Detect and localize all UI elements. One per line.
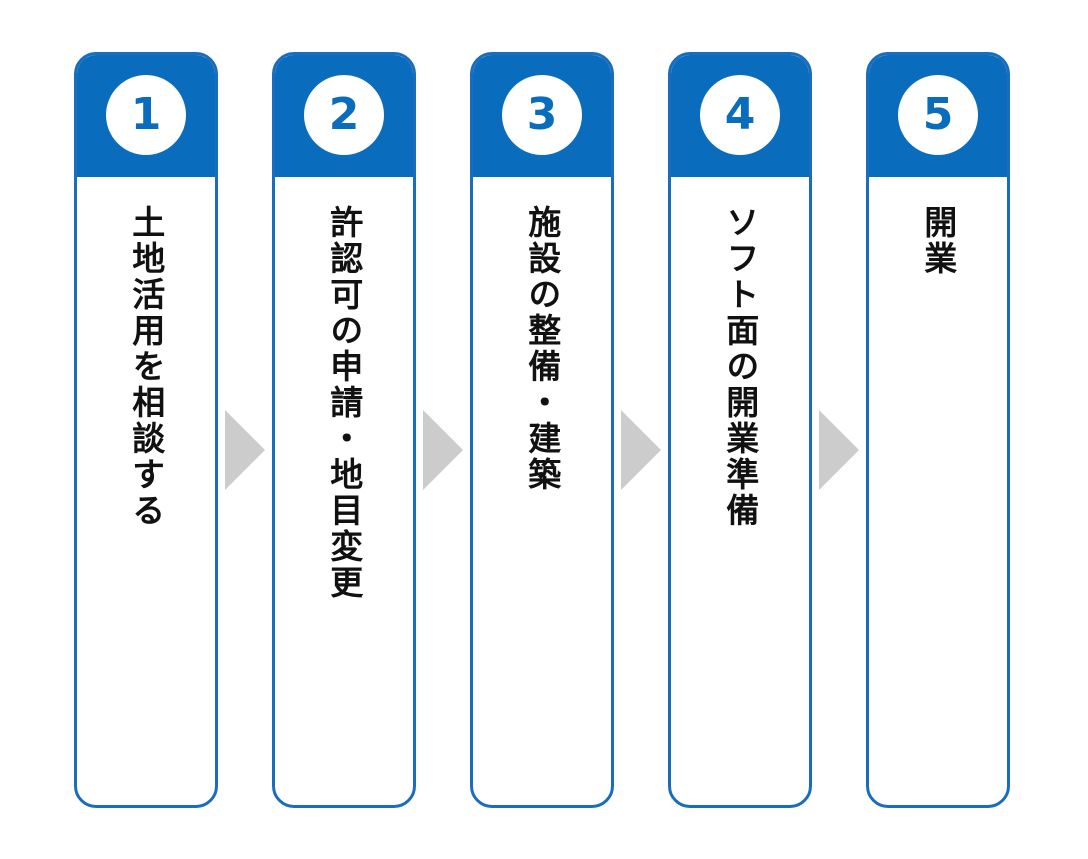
arrow-right-icon [225,410,265,490]
step-number-circle: 1 [106,75,186,155]
step-label: 施設の整備・建築 [522,205,562,493]
step-number-circle: 4 [700,75,780,155]
step-1: 1 土地活用を相談する [74,52,218,808]
step-label: 許認可の申請・地目変更 [324,205,364,601]
step-number: 5 [922,89,954,140]
step-number-circle: 5 [898,75,978,155]
arrow-right-icon [819,410,859,490]
step-header: 2 [275,55,413,177]
step-number: 2 [328,89,360,140]
step-3: 3 施設の整備・建築 [470,52,614,808]
step-header: 3 [473,55,611,177]
step-label: ソフト面の開業準備 [720,205,760,529]
step-5: 5 開業 [866,52,1010,808]
step-number-circle: 3 [502,75,582,155]
step-label: 土地活用を相談する [126,205,166,529]
step-header: 1 [77,55,215,177]
step-4: 4 ソフト面の開業準備 [668,52,812,808]
arrow-right-icon [423,410,463,490]
step-2: 2 許認可の申請・地目変更 [272,52,416,808]
step-number: 4 [724,89,756,140]
step-number: 3 [526,89,558,140]
step-number-circle: 2 [304,75,384,155]
arrow-right-icon [621,410,661,490]
step-header: 5 [869,55,1007,177]
step-header: 4 [671,55,809,177]
step-number: 1 [130,89,162,140]
step-label: 開業 [918,205,958,277]
